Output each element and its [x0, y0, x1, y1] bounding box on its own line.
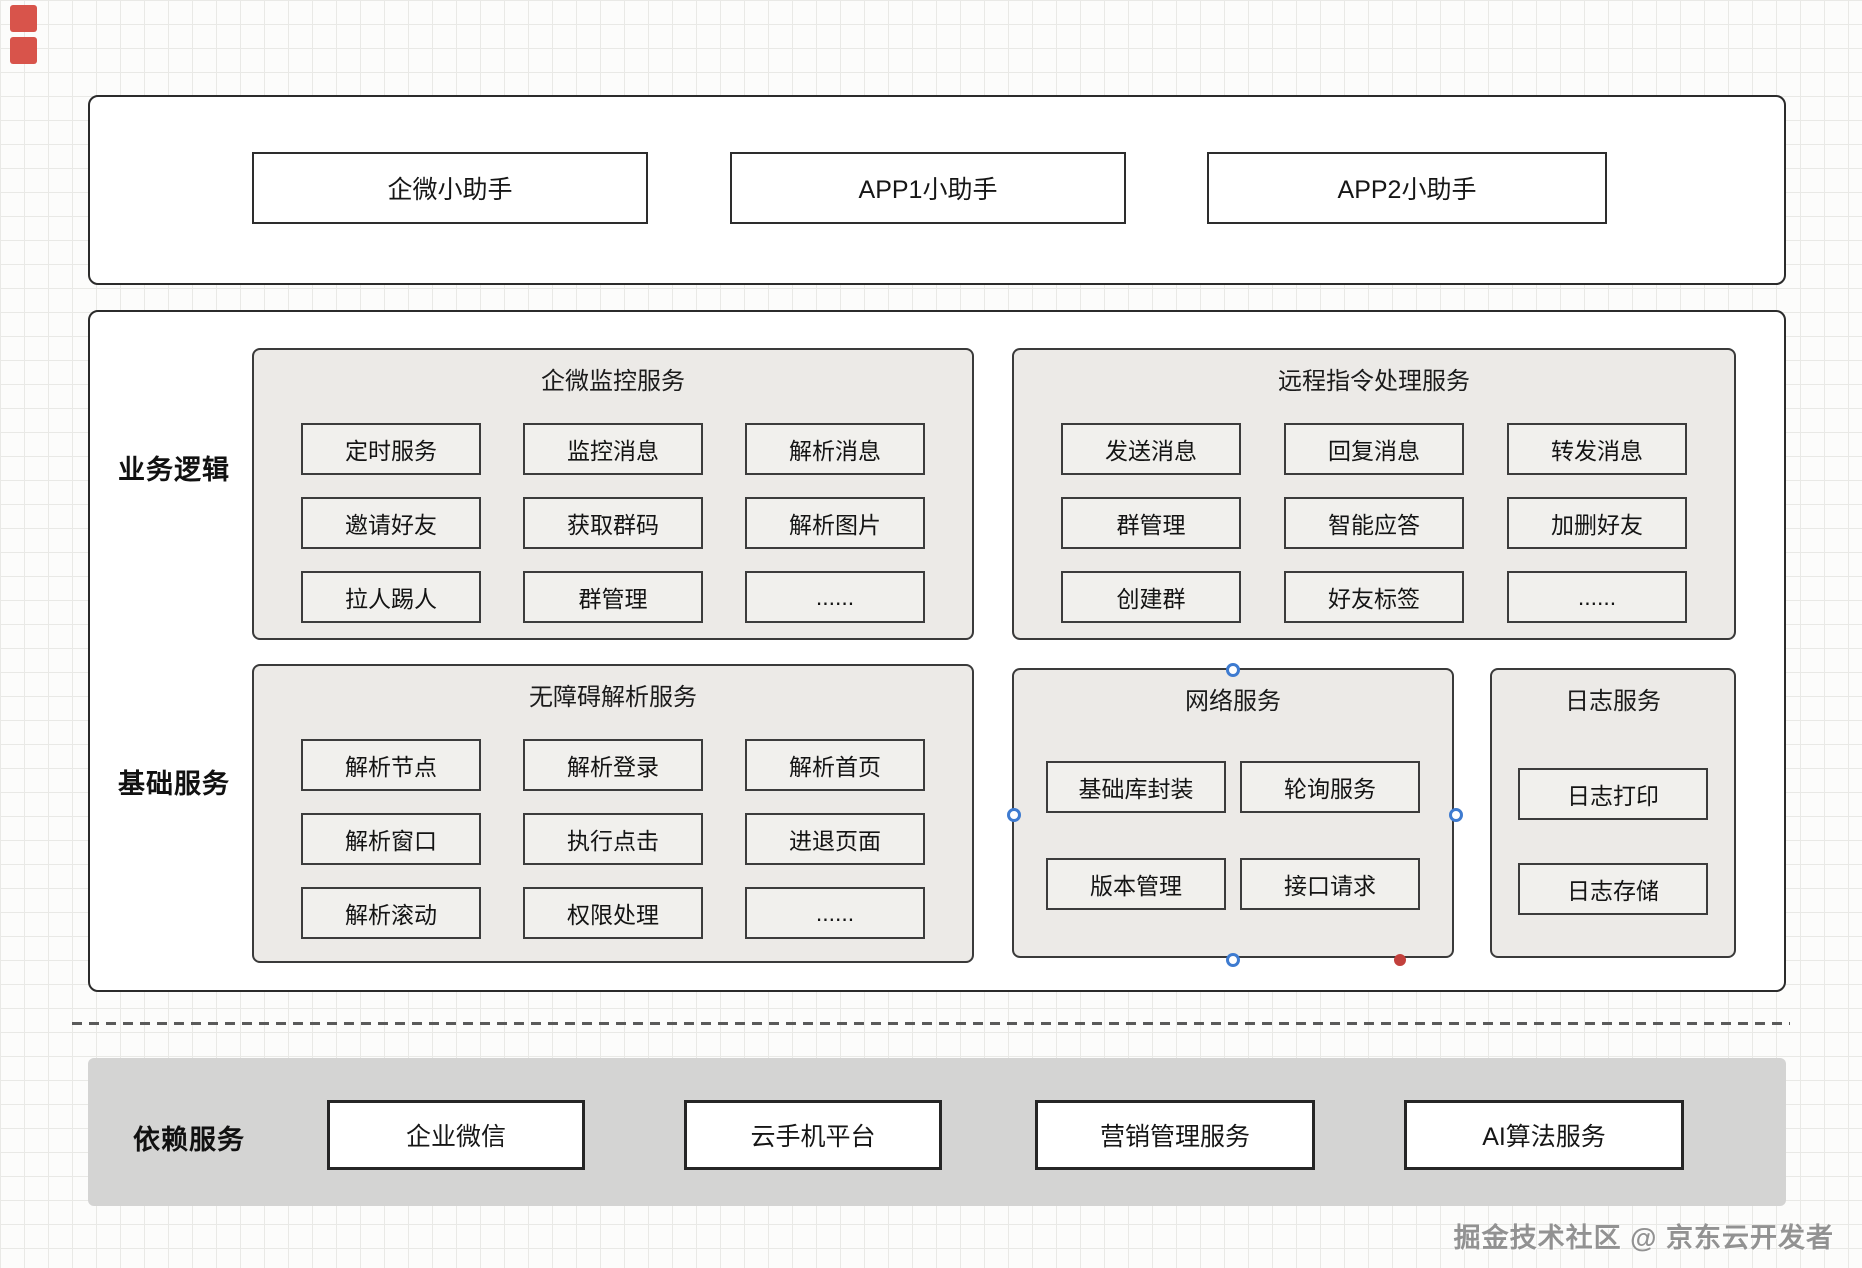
row-label-dependency-services: 依赖服务	[133, 1125, 245, 1155]
selection-handle-right[interactable]	[1449, 808, 1463, 822]
panel-title: 远程指令处理服务	[1278, 368, 1470, 395]
service-box[interactable]: 基础库封装	[1046, 761, 1226, 813]
panel-log-service[interactable]: 日志服务 日志打印 日志存储	[1490, 668, 1736, 958]
selection-handle-top[interactable]	[1226, 663, 1240, 677]
panel-title: 网络服务	[1185, 688, 1281, 715]
service-box[interactable]: 获取群码	[523, 497, 703, 549]
service-box[interactable]: 加删好友	[1507, 497, 1687, 549]
service-box[interactable]: 邀请好友	[301, 497, 481, 549]
service-box[interactable]: 解析首页	[745, 739, 925, 791]
service-box[interactable]: 解析滚动	[301, 887, 481, 939]
selection-handle-bottom[interactable]	[1226, 953, 1240, 967]
client-box-app2-assistant[interactable]: APP2小助手	[1207, 152, 1607, 224]
service-box[interactable]: 群管理	[523, 571, 703, 623]
connection-point-red	[1394, 954, 1406, 966]
service-box[interactable]: 拉人踢人	[301, 571, 481, 623]
service-box[interactable]: ......	[1507, 571, 1687, 623]
client-box-app1-assistant[interactable]: APP1小助手	[730, 152, 1126, 224]
dependency-box-cloud-phone[interactable]: 云手机平台	[684, 1100, 942, 1170]
row-label-base-services: 基础服务	[118, 769, 230, 799]
panel-title: 日志服务	[1565, 688, 1661, 715]
service-box[interactable]: 群管理	[1061, 497, 1241, 549]
service-box[interactable]: 日志存储	[1518, 863, 1708, 915]
service-box[interactable]: 轮询服务	[1240, 761, 1420, 813]
service-box[interactable]: 进退页面	[745, 813, 925, 865]
client-box-qiwei-assistant[interactable]: 企微小助手	[252, 152, 648, 224]
service-box[interactable]: 解析登录	[523, 739, 703, 791]
red-square-shape[interactable]	[10, 5, 37, 32]
dependency-box-ai-algorithm[interactable]: AI算法服务	[1404, 1100, 1684, 1170]
service-box[interactable]: 智能应答	[1284, 497, 1464, 549]
watermark-text: 掘金技术社区 @ 京东云开发者	[1453, 1223, 1834, 1253]
service-box[interactable]: 回复消息	[1284, 423, 1464, 475]
service-box[interactable]: 监控消息	[523, 423, 703, 475]
row-label-business-logic: 业务逻辑	[118, 455, 230, 485]
service-box[interactable]: 转发消息	[1507, 423, 1687, 475]
selection-handle-left[interactable]	[1007, 808, 1021, 822]
panel-network-service[interactable]: 网络服务 基础库封装 轮询服务 版本管理 接口请求	[1007, 663, 1463, 967]
service-box[interactable]: 解析消息	[745, 423, 925, 475]
service-box[interactable]: 定时服务	[301, 423, 481, 475]
panel-remote-command-service[interactable]: 远程指令处理服务 发送消息 回复消息 转发消息 群管理 智能应答 加删好友 创建…	[1012, 348, 1736, 640]
panel-grid: 定时服务 监控消息 解析消息 邀请好友 获取群码 解析图片 拉人踢人 群管理 .…	[254, 397, 972, 623]
service-box[interactable]: 解析窗口	[301, 813, 481, 865]
service-box[interactable]: 接口请求	[1240, 858, 1420, 910]
panel-grid: 解析节点 解析登录 解析首页 解析窗口 执行点击 进退页面 解析滚动 权限处理 …	[254, 713, 972, 939]
service-box[interactable]: 日志打印	[1518, 768, 1708, 820]
service-box[interactable]: 解析节点	[301, 739, 481, 791]
dashed-divider	[72, 1022, 1790, 1025]
panel-accessibility-parse-service[interactable]: 无障碍解析服务 解析节点 解析登录 解析首页 解析窗口 执行点击 进退页面 解析…	[252, 664, 974, 963]
service-box[interactable]: ......	[745, 887, 925, 939]
panel-grid: 基础库封装 轮询服务 版本管理 接口请求	[1014, 717, 1452, 910]
service-box[interactable]: 好友标签	[1284, 571, 1464, 623]
service-box[interactable]: 权限处理	[523, 887, 703, 939]
service-box[interactable]: 执行点击	[523, 813, 703, 865]
red-square-shape[interactable]	[10, 37, 37, 64]
service-box[interactable]: 版本管理	[1046, 858, 1226, 910]
panel-title: 无障碍解析服务	[529, 684, 697, 711]
panel-grid: 日志打印 日志存储	[1492, 717, 1734, 915]
panel-title: 企微监控服务	[541, 368, 685, 395]
service-box[interactable]: 创建群	[1061, 571, 1241, 623]
dependency-box-marketing-mgmt[interactable]: 营销管理服务	[1035, 1100, 1315, 1170]
panel-qiwei-monitor-service[interactable]: 企微监控服务 定时服务 监控消息 解析消息 邀请好友 获取群码 解析图片 拉人踢…	[252, 348, 974, 640]
dependency-box-wecom[interactable]: 企业微信	[327, 1100, 585, 1170]
service-box[interactable]: 解析图片	[745, 497, 925, 549]
panel-grid: 发送消息 回复消息 转发消息 群管理 智能应答 加删好友 创建群 好友标签 ..…	[1014, 397, 1734, 623]
service-box[interactable]: ......	[745, 571, 925, 623]
clients-container-shape[interactable]: 企微小助手 APP1小助手 APP2小助手	[88, 95, 1786, 285]
service-box[interactable]: 发送消息	[1061, 423, 1241, 475]
